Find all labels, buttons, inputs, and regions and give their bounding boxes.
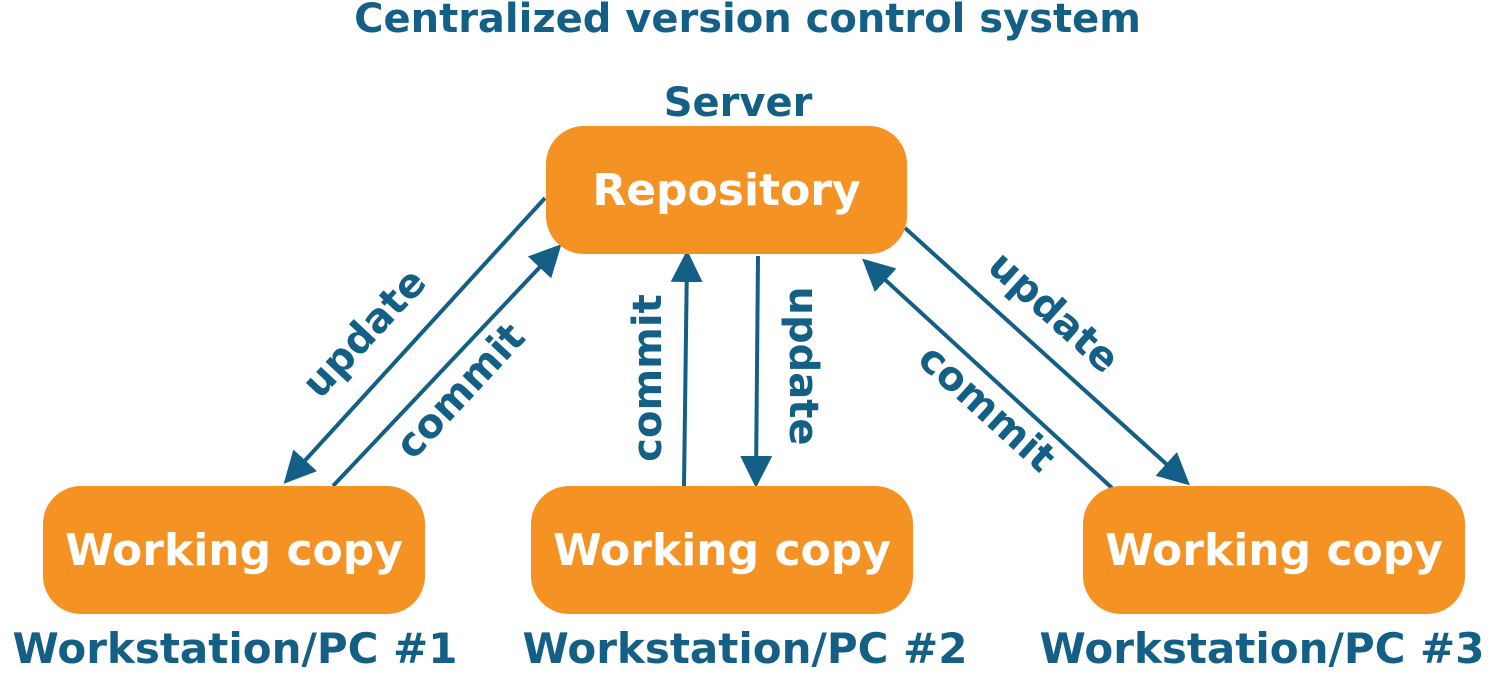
working-copy-node-3: Working copy [1083,486,1465,614]
server-label: Server [663,80,813,126]
edge-label-update-2: update [780,287,826,446]
update-arrow-3 [903,226,1190,486]
workstation-label-3: Workstation/PC #3 [1039,624,1485,673]
repository-label: Repository [592,164,861,216]
update-arrow-1 [283,196,547,484]
edge-label-update-1: update [293,259,435,407]
commit-arrow-3 [862,258,1114,490]
edge-label-commit-3: commit [909,335,1064,481]
workstation-label-1: Workstation/PC #1 [12,624,458,673]
working-copy-label-1: Working copy [65,524,403,576]
edge-label-commit-1: commit [387,314,535,468]
update-arrow-2 [740,255,773,488]
workstation-label-2: Workstation/PC #2 [522,624,968,673]
commit-arrow-2 [670,250,703,487]
working-copy-node-2: Working copy [531,486,913,614]
working-copy-label-3: Working copy [1105,524,1443,576]
working-copy-node-1: Working copy [43,486,425,614]
edge-label-commit-2: commit [625,294,671,461]
commit-arrow-1 [331,244,562,488]
repository-node: Repository [546,126,907,254]
diagram-title: Centralized version control system [354,0,1141,42]
working-copy-label-2: Working copy [553,524,891,576]
